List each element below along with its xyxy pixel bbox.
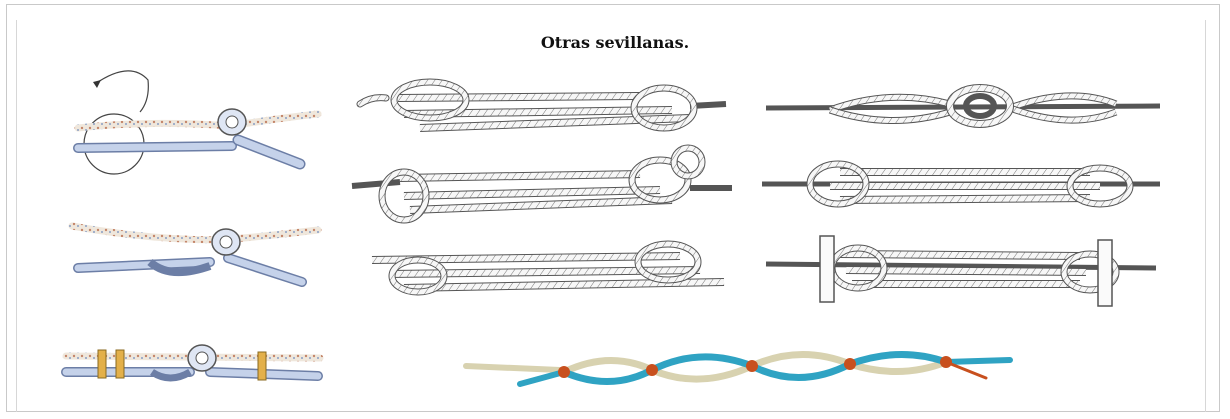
middle-knot-3-icon [372,244,724,292]
left-knot-step-2-icon [72,226,318,282]
right-knot-1-icon [766,88,1160,124]
colored-chain-icon [466,354,1010,384]
left-knot-step-1-icon [78,71,318,174]
right-knot-3-icon [766,236,1156,306]
left-knot-step-3-icon [66,345,320,380]
right-knot-2-icon [762,164,1160,204]
middle-knot-1-icon [360,82,726,128]
middle-knot-2-icon [352,148,732,220]
